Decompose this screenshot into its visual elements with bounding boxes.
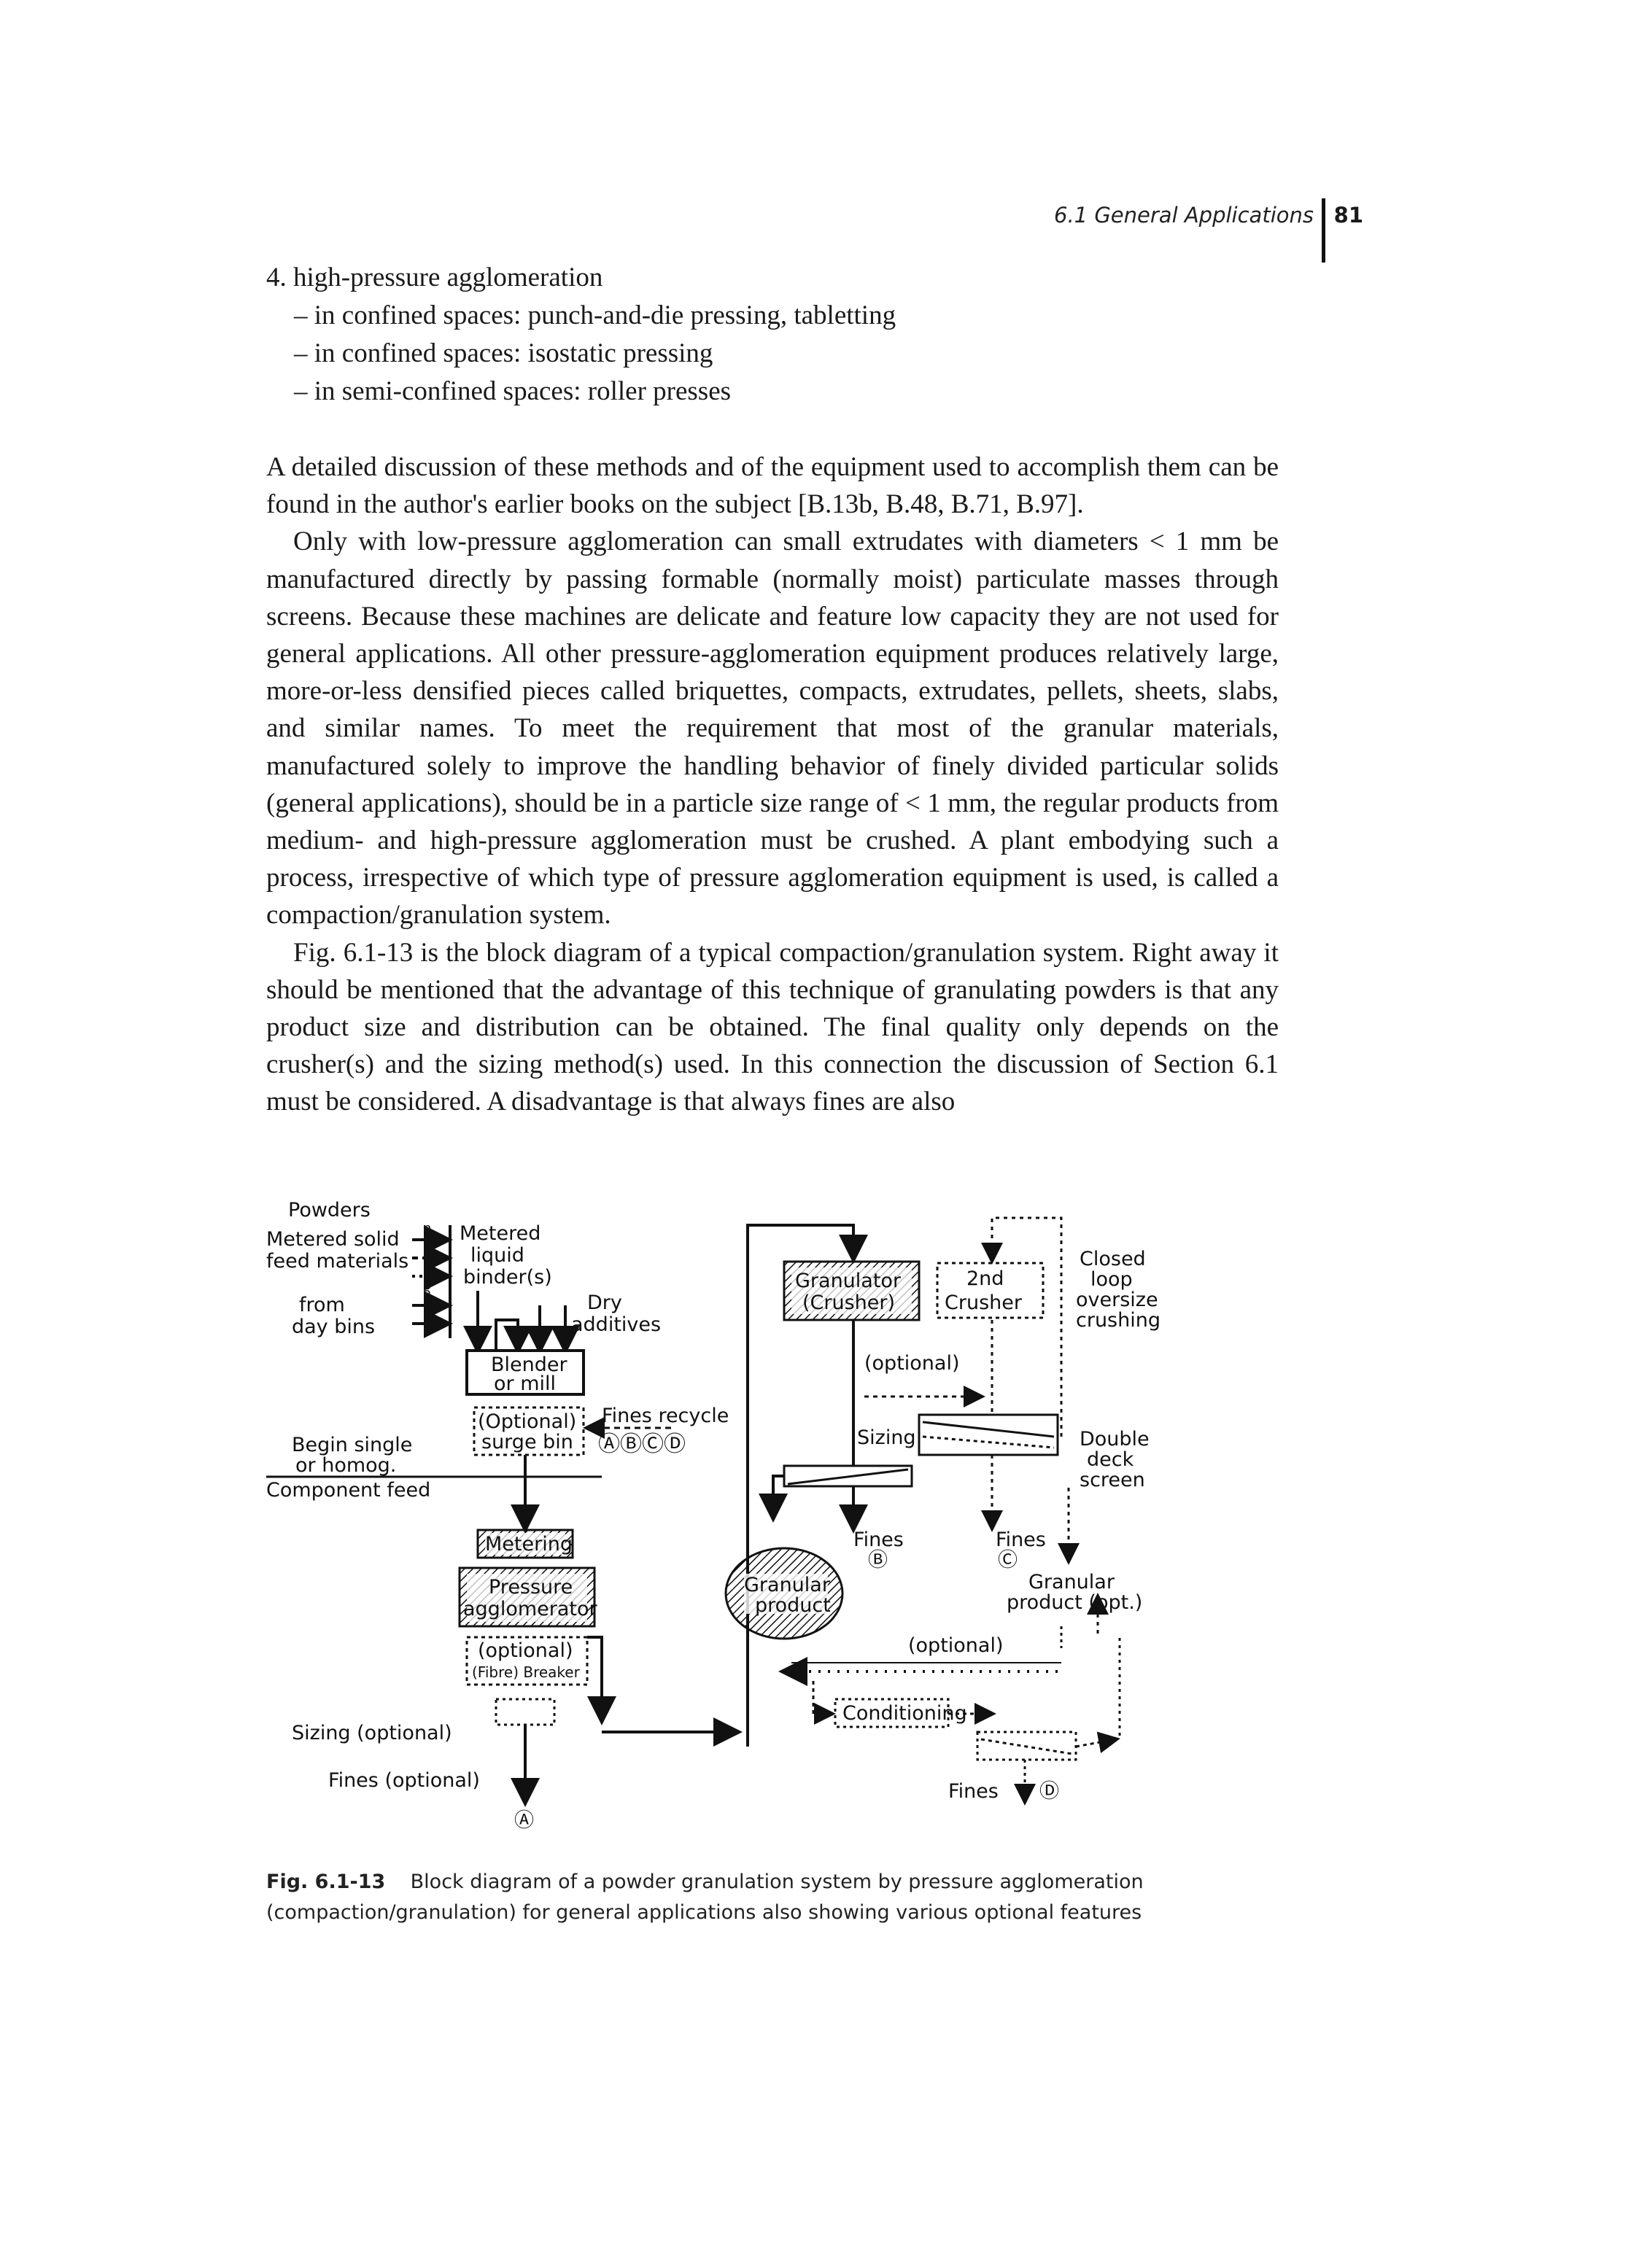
label-fines-d: Fines — [948, 1780, 999, 1803]
label-granular-b: Granular — [1028, 1571, 1115, 1593]
label-component-feed: Component feed — [266, 1479, 430, 1502]
label-product-a: product — [755, 1594, 831, 1617]
caption-label: Fig. 6.1-13 — [266, 1871, 386, 1893]
blender-box — [465, 1349, 585, 1396]
fibre-breaker-box — [465, 1636, 589, 1686]
label-feed-materials: feed materials — [266, 1250, 408, 1273]
block-diagram: Powders Metered solid feed materials fro… — [266, 1199, 1161, 1832]
label-binders: binder(s) — [463, 1266, 552, 1289]
label-crushing: crushing — [1076, 1309, 1161, 1332]
label-crusher: Crusher — [945, 1292, 1023, 1314]
label-begin-single: Begin single — [292, 1434, 412, 1456]
label-crusher-paren: (Crusher) — [802, 1292, 895, 1314]
list-subitem: – in confined spaces: punch-and-die pres… — [294, 300, 896, 330]
label-or-homog: or homog. — [295, 1454, 396, 1477]
block-diagram-figure: Powders Metered solid feed materials fro… — [259, 1196, 1207, 2268]
label-sizing: Sizing — [857, 1426, 916, 1449]
method-list: 4. high-pressure agglomeration – in conf… — [266, 259, 896, 411]
label-optional-bottom: (optional) — [908, 1634, 1004, 1657]
label-granular-a: Granular — [744, 1574, 831, 1596]
label-powders: Powders — [288, 1199, 371, 1222]
label-surge-bin: surge bin — [481, 1431, 573, 1453]
label-additives: additives — [571, 1313, 661, 1336]
list-subitem: – in confined spaces: isostatic pressing — [294, 338, 713, 368]
label-1: 1 — [423, 1323, 431, 1338]
label-pressure: Pressure — [489, 1576, 573, 1599]
label-fines-c: Fines — [996, 1529, 1046, 1551]
label-circle-d: Ⓓ — [1039, 1780, 1059, 1803]
list-subitem: – in semi-confined spaces: roller presse… — [294, 376, 732, 406]
label-blender: Blender — [491, 1354, 567, 1376]
label-metered-solid: Metered solid — [266, 1228, 400, 1251]
label-or-mill: or mill — [494, 1372, 556, 1395]
label-liquid: liquid — [470, 1244, 524, 1267]
paragraph: Only with low-pressure agglomeration can… — [266, 527, 1279, 931]
label-double: Double — [1080, 1428, 1150, 1450]
label-deck: deck — [1087, 1448, 1134, 1471]
label-circle-b: Ⓑ — [868, 1549, 888, 1572]
label-dry: Dry — [587, 1292, 622, 1314]
paragraph: A detailed discussion of these methods a… — [266, 452, 1279, 520]
label-oversize: oversize — [1076, 1289, 1158, 1311]
label-closed: Closed — [1080, 1248, 1146, 1270]
label-from: from — [299, 1294, 345, 1316]
label-screen: screen — [1080, 1469, 1145, 1491]
figure-caption: Fig. 6.1-13 Block diagram of a powder gr… — [266, 1867, 1302, 1928]
label-2nd: 2nd — [966, 1267, 1004, 1290]
label-optional-breaker: (optional) — [478, 1639, 573, 1662]
sizing-optional-box — [495, 1698, 556, 1726]
label-conditioning: Conditioning — [842, 1702, 967, 1725]
label-fines-optional: Fines (optional) — [328, 1769, 480, 1792]
label-granulator: Granulator — [795, 1270, 902, 1292]
label-product-opt: product (opt.) — [1007, 1591, 1142, 1614]
label-abcd: ⒶⒷⒸⒹ — [598, 1432, 686, 1457]
label-metered: Metered — [460, 1222, 540, 1245]
header-divider — [1322, 198, 1325, 263]
label-fines-b: Fines — [853, 1529, 904, 1551]
page-number: 81 — [1333, 203, 1363, 228]
label-optional-bypass: (optional) — [864, 1352, 960, 1375]
label-fines-recycle: Fines recycle — [602, 1405, 729, 1427]
label-3: 3 — [423, 1278, 431, 1293]
label-loop: loop — [1090, 1268, 1133, 1291]
label-circle-a: Ⓐ — [514, 1809, 534, 1832]
label-circle-c: Ⓒ — [998, 1549, 1018, 1572]
label-metering: Metering — [485, 1533, 573, 1556]
list-item: 4. high-pressure agglomeration — [266, 263, 603, 292]
label-optional-surge: (Optional) — [478, 1410, 576, 1433]
label-2: 2 — [423, 1288, 431, 1303]
body-text: A detailed discussion of these methods a… — [266, 448, 1279, 1121]
label-agglomerator: agglomerator — [463, 1598, 598, 1620]
label-fibre-breaker: (Fibre) Breaker — [472, 1663, 581, 1681]
header-section-title: 6.1 General Applications — [1054, 203, 1314, 228]
label-n: n — [423, 1221, 431, 1236]
paragraph: Fig. 6.1-13 is the block diagram of a ty… — [266, 937, 1279, 1117]
label-day-bins: day bins — [292, 1316, 375, 1338]
label-sizing-optional: Sizing (optional) — [292, 1722, 452, 1744]
caption-text: Block diagram of a powder granulation sy… — [266, 1871, 1144, 1924]
